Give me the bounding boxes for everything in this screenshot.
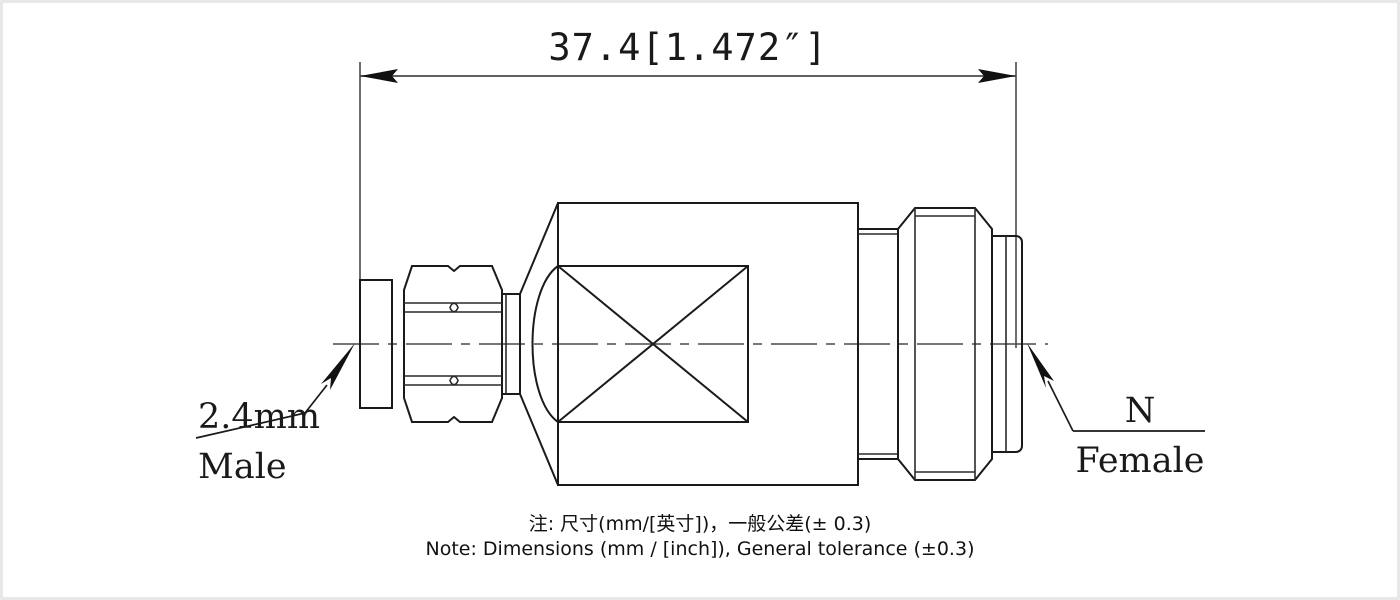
overall-length-dimension: 37.4[1.472″] bbox=[359, 26, 1017, 348]
male-hex-coupling-nut bbox=[403, 265, 521, 423]
page-border-bottom bbox=[0, 597, 1400, 600]
n-end-cap bbox=[992, 235, 1023, 453]
left-callout-gender: Male bbox=[198, 447, 287, 487]
n-hex-nut-outline bbox=[897, 207, 993, 481]
tapered-transition-section bbox=[519, 202, 559, 486]
cone-lower-edge bbox=[519, 393, 559, 486]
note-english: Note: Dimensions (mm / [inch]), General … bbox=[425, 538, 975, 561]
note-chinese: 注: 尺寸(mm/[英寸])，一般公差(± 0.3) bbox=[528, 513, 872, 535]
page-border-left bbox=[0, 0, 3, 600]
right-leader-diagonal bbox=[1047, 380, 1074, 432]
arrow-left-icon bbox=[360, 69, 398, 83]
right-callout-group: N Female bbox=[1027, 343, 1205, 481]
hex-vertex-marker-upper bbox=[449, 302, 459, 313]
dimension-text: 37.4[1.472″] bbox=[548, 26, 827, 69]
tip-flange-body bbox=[359, 279, 393, 409]
hex-vertex-marker-lower bbox=[449, 375, 459, 386]
main-adapter-body bbox=[557, 202, 859, 486]
cone-upper-edge bbox=[519, 202, 559, 295]
hex-nut-outline bbox=[403, 265, 503, 423]
left-leader-diagonal bbox=[304, 384, 328, 414]
page-border-top bbox=[0, 0, 1400, 3]
left-callout-group: 2.4mm Male bbox=[195, 343, 355, 487]
left-callout-interface: 2.4mm bbox=[198, 397, 320, 437]
hex-face-arc bbox=[531, 265, 559, 423]
arrow-right-icon bbox=[978, 69, 1016, 83]
right-callout-interface: N bbox=[1125, 391, 1156, 431]
left-leader-arrow-icon bbox=[321, 343, 355, 390]
drawing-notes: 注: 尺寸(mm/[英寸])，一般公差(± 0.3) Note: Dimensi… bbox=[0, 512, 1400, 562]
page-border-right bbox=[1397, 0, 1400, 600]
body-hex-diagonal-b bbox=[557, 265, 749, 423]
nut-shoulder-step bbox=[502, 293, 521, 395]
leader-line-left-icon bbox=[195, 412, 306, 439]
female-n-connector-end bbox=[858, 207, 1023, 481]
right-leader-arrow-icon bbox=[1027, 343, 1054, 388]
male-connector-tip bbox=[359, 279, 393, 409]
right-callout-gender: Female bbox=[1075, 441, 1204, 481]
